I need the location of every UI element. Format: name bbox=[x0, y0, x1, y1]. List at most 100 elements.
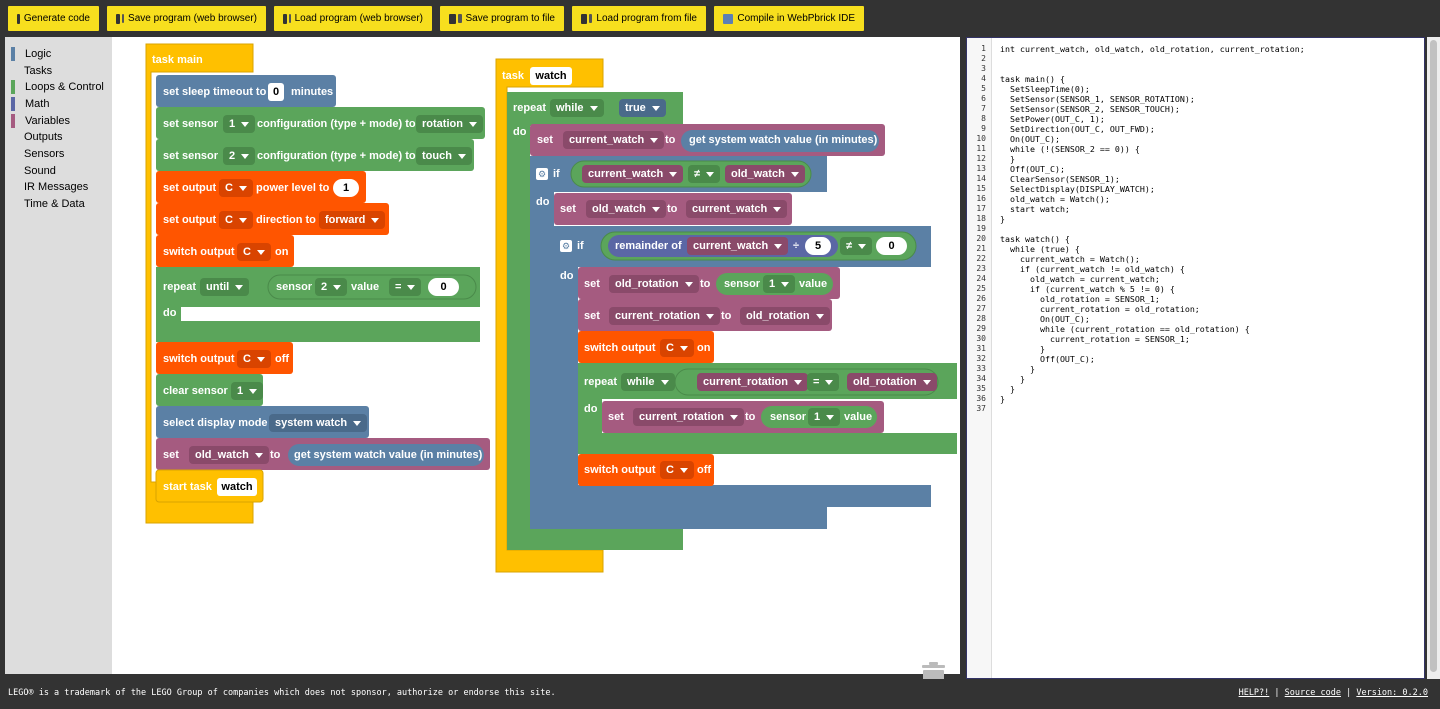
toolbox-category-outputs[interactable]: Outputs bbox=[24, 131, 63, 143]
operator-dropdown[interactable]: ≠ bbox=[688, 165, 721, 183]
help-link[interactable]: HELP?! bbox=[1238, 688, 1270, 698]
variable-pill[interactable]: current_watch bbox=[686, 200, 788, 218]
display-mode-dropdown[interactable]: system watch bbox=[269, 414, 368, 432]
scrollbar-thumb[interactable] bbox=[1430, 40, 1437, 672]
variable-dropdown[interactable]: current_watch bbox=[582, 165, 684, 183]
version-link[interactable]: Version: 0.2.0 bbox=[1356, 688, 1428, 698]
compare-value-field[interactable]: 0 bbox=[428, 278, 459, 296]
sensor-port-dropdown[interactable]: 1 bbox=[808, 408, 841, 426]
load-web-button[interactable]: Load program (web browser) bbox=[274, 6, 432, 31]
blockly-workspace[interactable]: task main set sleep timeout to 0 minutes… bbox=[5, 37, 960, 698]
toolbox-category-time-data[interactable]: Time & Data bbox=[24, 198, 85, 210]
code-line: SetDirection(OUT_C, OUT_FWD); bbox=[1000, 124, 1155, 134]
save-web-button[interactable]: Save program (web browser) bbox=[107, 6, 266, 31]
variable-dropdown[interactable]: current_watch bbox=[563, 131, 665, 149]
toolbox: Logic Tasks Loops & Control Math Variabl… bbox=[5, 37, 112, 674]
code-scrollbar[interactable] bbox=[1427, 37, 1440, 679]
code-line: while (!(SENSOR_2 == 0)) { bbox=[1000, 144, 1140, 154]
set-power-block bbox=[156, 171, 366, 203]
sensor-port-dropdown[interactable]: 1 bbox=[231, 382, 264, 400]
select-display-label: select display mode bbox=[163, 417, 268, 429]
toolbox-category-ir-messages[interactable]: IR Messages bbox=[24, 181, 89, 193]
variable-dropdown[interactable]: old_watch bbox=[189, 446, 269, 464]
save-file-button[interactable]: Save program to file bbox=[440, 6, 564, 31]
footer: LEGO® is a trademark of the LEGO Group o… bbox=[0, 679, 1440, 709]
set-sensor-label: set sensor bbox=[163, 150, 219, 162]
variable-dropdown[interactable]: old_rotation bbox=[847, 373, 937, 391]
sensor-type-dropdown[interactable]: rotation bbox=[416, 115, 483, 133]
task-main-label: task main bbox=[152, 54, 203, 66]
line-number: 3 bbox=[981, 64, 986, 73]
repeat-label: repeat bbox=[163, 281, 197, 293]
variable-dropdown[interactable]: old_rotation bbox=[740, 307, 830, 325]
variable-dropdown[interactable]: current_rotation bbox=[609, 307, 720, 325]
boolean-dropdown[interactable]: true bbox=[619, 99, 666, 117]
repeat-mode-dropdown[interactable]: while bbox=[621, 373, 675, 391]
task-name-field[interactable]: watch bbox=[530, 67, 572, 85]
output-port-dropdown[interactable]: C bbox=[237, 243, 271, 261]
compare-value-field[interactable]: 0 bbox=[876, 237, 907, 255]
toolbox-category-tasks[interactable]: Tasks bbox=[24, 65, 53, 77]
toolbox-category-sensors[interactable]: Sensors bbox=[24, 148, 65, 160]
operator-dropdown[interactable]: = bbox=[807, 373, 840, 391]
variable-dropdown[interactable]: current_rotation bbox=[697, 373, 808, 391]
value-label: value bbox=[799, 278, 828, 290]
code-line: task main() { bbox=[1000, 74, 1065, 84]
compile-ide-button[interactable]: Compile in WebPbrick IDE bbox=[714, 6, 864, 31]
output-port-dropdown[interactable]: C bbox=[237, 350, 271, 368]
sensor-port-dropdown[interactable]: 1 bbox=[763, 275, 796, 293]
separator: | bbox=[1346, 688, 1352, 698]
line-number: 28 bbox=[976, 314, 986, 323]
get-watch-label: get system watch value (in minutes) bbox=[689, 134, 878, 146]
load-file-button[interactable]: Load program from file bbox=[572, 6, 706, 31]
sensor-port-dropdown[interactable]: 2 bbox=[223, 147, 256, 165]
repeat-label: repeat bbox=[584, 376, 618, 388]
sleep-timeout-field[interactable]: 0 bbox=[268, 83, 284, 101]
source-code-link[interactable]: Source code bbox=[1284, 688, 1341, 698]
variable-dropdown[interactable]: old_watch bbox=[725, 165, 805, 183]
divisor-field[interactable]: 5 bbox=[805, 237, 831, 255]
sensor-port-dropdown[interactable]: 2 bbox=[315, 278, 348, 296]
operator-dropdown[interactable]: = bbox=[389, 278, 422, 296]
code-line: if (current_watch % 5 != 0) { bbox=[1000, 284, 1175, 294]
trademark-note: LEGO® is a trademark of the LEGO Group o… bbox=[8, 688, 556, 698]
output-port-dropdown[interactable]: C bbox=[660, 339, 694, 357]
computer-icon bbox=[283, 13, 287, 24]
gear-icon[interactable]: ⚙ bbox=[560, 240, 572, 252]
gear-icon[interactable]: ⚙ bbox=[536, 168, 548, 180]
operator-dropdown[interactable]: ≠ bbox=[840, 237, 873, 255]
repeat-mode-dropdown[interactable]: until bbox=[200, 278, 250, 296]
output-port-dropdown[interactable]: C bbox=[660, 461, 694, 479]
toolbox-category-math[interactable]: Math bbox=[11, 97, 49, 111]
toolbox-category-logic[interactable]: Logic bbox=[11, 47, 51, 61]
line-number: 18 bbox=[976, 214, 986, 223]
toolbox-category-variables[interactable]: Variables bbox=[11, 114, 70, 128]
direction-dropdown[interactable]: forward bbox=[319, 211, 386, 229]
sensor-port-dropdown[interactable]: 1 bbox=[223, 115, 256, 133]
value-label: value bbox=[351, 281, 380, 293]
variable-dropdown[interactable]: old_rotation bbox=[609, 275, 699, 293]
code-line: if (current_watch != old_watch) { bbox=[1000, 264, 1185, 274]
line-number: 22 bbox=[976, 254, 986, 263]
code-line: } bbox=[1000, 214, 1005, 224]
output-port-dropdown[interactable]: C bbox=[219, 179, 253, 197]
generate-code-button[interactable]: Generate code bbox=[8, 6, 99, 31]
power-field[interactable]: 1 bbox=[333, 179, 359, 197]
code-line: old_watch = Watch(); bbox=[1000, 194, 1110, 204]
toolbox-category-loops[interactable]: Loops & Control bbox=[11, 80, 104, 94]
value-label: value bbox=[844, 411, 873, 423]
computer-icon bbox=[449, 13, 456, 24]
to-label: to bbox=[745, 411, 756, 423]
variable-dropdown[interactable]: old_watch bbox=[586, 200, 666, 218]
repeat-mode-dropdown[interactable]: while bbox=[550, 99, 604, 117]
variable-dropdown[interactable]: current_watch bbox=[687, 237, 789, 255]
toolbox-category-sound[interactable]: Sound bbox=[24, 165, 56, 177]
variable-dropdown[interactable]: current_rotation bbox=[633, 408, 744, 426]
on-label: on bbox=[697, 342, 711, 354]
output-port-dropdown[interactable]: C bbox=[219, 211, 253, 229]
set-sensor-label: set sensor bbox=[163, 118, 219, 130]
sensor-type-dropdown[interactable]: touch bbox=[416, 147, 472, 165]
get-watch-label: get system watch value (in minutes) bbox=[294, 449, 483, 461]
task-name-field[interactable]: watch bbox=[217, 478, 257, 496]
